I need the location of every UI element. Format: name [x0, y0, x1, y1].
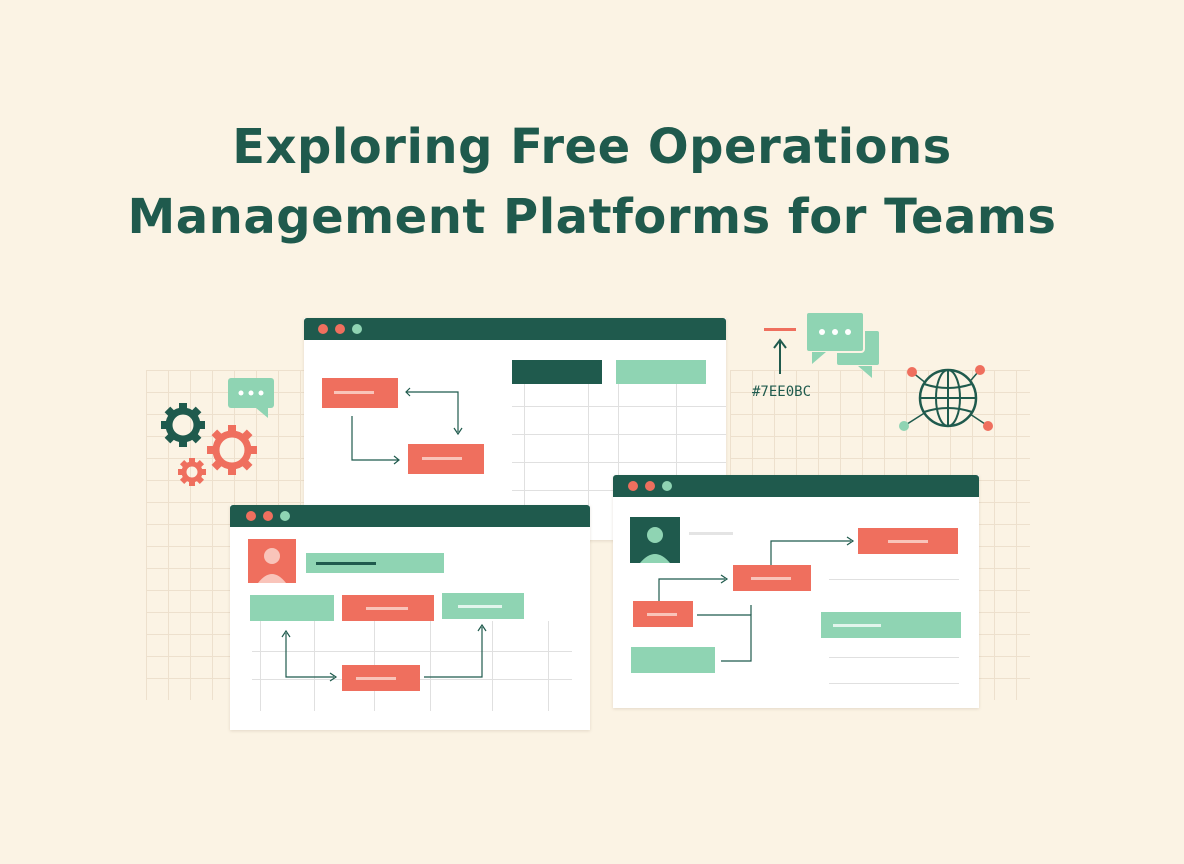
- page-title: Exploring Free Operations Management Pla…: [0, 112, 1184, 252]
- task-block[interactable]: [250, 595, 334, 621]
- globe-network-icon: [899, 365, 993, 431]
- board-arrows: [281, 623, 487, 682]
- user-avatar-icon: [630, 517, 680, 563]
- chat-bubble-icon: [805, 311, 881, 378]
- window-dot[interactable]: [246, 511, 256, 521]
- board-col-line: [314, 621, 315, 711]
- profile-name-bar: [306, 553, 444, 573]
- window-dot[interactable]: [263, 511, 273, 521]
- table-row-line: [512, 406, 726, 407]
- workflow-node[interactable]: [821, 612, 961, 638]
- flow-node[interactable]: [408, 444, 484, 474]
- window-workflow: [613, 475, 979, 708]
- task-block[interactable]: [442, 593, 524, 619]
- workflow-node[interactable]: [633, 601, 693, 627]
- title-line-1: Exploring Free Operations: [232, 119, 952, 175]
- window-dot[interactable]: [352, 324, 362, 334]
- window-dot[interactable]: [645, 481, 655, 491]
- chat-bubble-icon: [228, 378, 274, 418]
- hex-color-label: #7EE0BC: [752, 384, 812, 400]
- table-col-line: [676, 384, 677, 534]
- user-avatar-icon: [248, 539, 296, 583]
- board-col-line: [260, 621, 261, 711]
- workflow-node[interactable]: [631, 647, 715, 673]
- table-col-line: [588, 384, 589, 534]
- gear-icon: [207, 425, 257, 475]
- workflow-arrows: [658, 536, 855, 662]
- flow-node[interactable]: [322, 378, 398, 408]
- task-block[interactable]: [342, 665, 420, 691]
- table-row-line: [512, 434, 726, 435]
- workflow-node[interactable]: [733, 565, 811, 591]
- profile-name-placeholder: [689, 532, 733, 535]
- title-line-2: Management Platforms for Teams: [127, 189, 1057, 245]
- flow-arrows: [351, 387, 463, 465]
- window-dot[interactable]: [318, 324, 328, 334]
- list-row-line: [829, 683, 959, 684]
- task-block[interactable]: [342, 595, 434, 621]
- board-row-line: [252, 651, 572, 652]
- table-row-line: [512, 462, 726, 463]
- table-col-line: [618, 384, 619, 534]
- window-dot[interactable]: [335, 324, 345, 334]
- table-header-block: [616, 360, 706, 384]
- window-dot[interactable]: [662, 481, 672, 491]
- board-col-line: [492, 621, 493, 711]
- window-profile-board: [230, 505, 590, 730]
- window-dot[interactable]: [628, 481, 638, 491]
- window-titlebar[interactable]: [613, 475, 979, 497]
- board-col-line: [548, 621, 549, 711]
- gear-icon: [161, 403, 205, 447]
- window-titlebar[interactable]: [230, 505, 590, 527]
- table-header-block: [512, 360, 602, 384]
- gear-icon: [178, 458, 206, 486]
- board-col-line: [430, 621, 431, 711]
- workflow-node[interactable]: [858, 528, 958, 554]
- window-titlebar[interactable]: [304, 318, 726, 340]
- arrow-up-icon: [764, 328, 796, 374]
- table-col-line: [524, 384, 525, 534]
- window-dot[interactable]: [280, 511, 290, 521]
- list-row-line: [829, 657, 959, 658]
- list-row-line: [829, 579, 959, 580]
